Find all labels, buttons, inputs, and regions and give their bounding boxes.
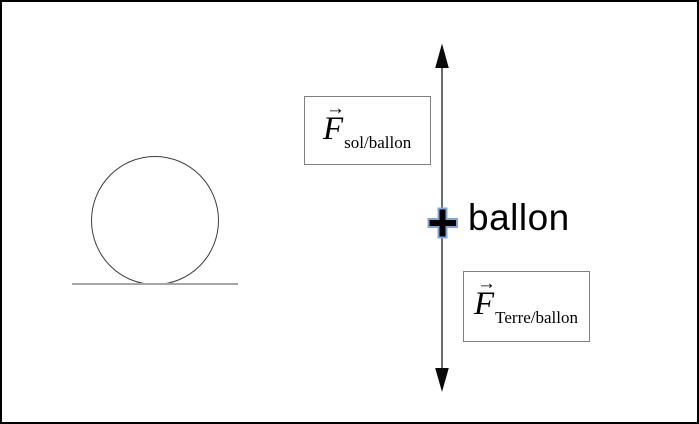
force-symbol-f: F	[323, 111, 344, 147]
vector-arrow-icon: →	[477, 273, 496, 294]
point-label: ballon	[468, 197, 570, 238]
ball-circle	[91, 156, 219, 285]
arrow-down-icon	[435, 368, 449, 392]
arrow-up-icon	[435, 43, 449, 68]
force-expression-sol: →F sol/ballon	[323, 99, 411, 151]
force-label-box-sol: →F sol/ballon	[304, 96, 431, 165]
point-marker-plus-icon	[427, 207, 458, 239]
force-vector-symbol: →F	[474, 274, 496, 322]
ground-line	[72, 283, 238, 285]
force-subscript-terre: Terre/ballon	[495, 308, 578, 327]
force-symbol-f: F	[474, 286, 495, 322]
force-subscript-sol: sol/ballon	[344, 133, 412, 152]
force-vector-symbol: →F	[323, 99, 345, 147]
vector-arrow-icon: →	[326, 98, 345, 119]
force-expression-terre: →F Terre/ballon	[474, 274, 578, 326]
force-label-box-terre: →F Terre/ballon	[463, 271, 590, 342]
